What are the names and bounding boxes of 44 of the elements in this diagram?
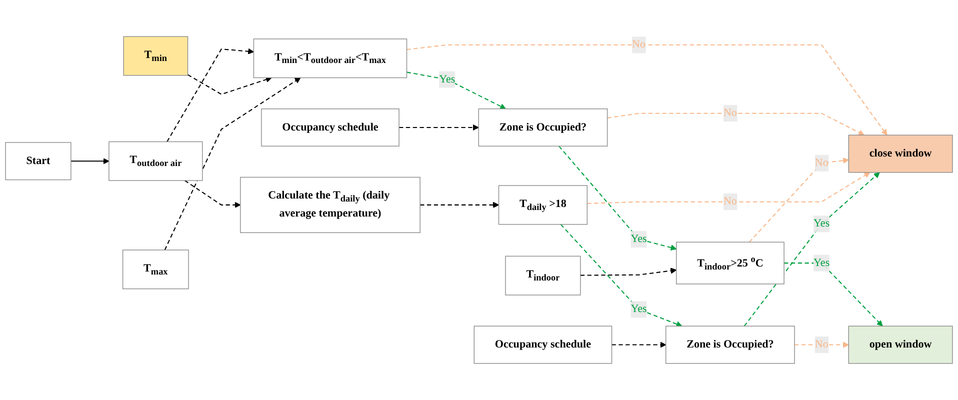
edge-label: No: [632, 38, 646, 50]
node-box: open window: [848, 326, 953, 364]
edge-label: No: [814, 156, 828, 169]
node-box: close window: [848, 134, 953, 173]
node-box: T$_{max}$: [122, 250, 189, 290]
node-box: Zone is Occupied?: [666, 326, 795, 364]
node-box: T$_{min}$<T$_{outdoor air}$<T$_{max}$: [253, 38, 408, 78]
arrow: [560, 224, 682, 327]
node-box: Occupancy schedule: [261, 108, 400, 146]
edge-label: No: [723, 107, 737, 119]
arrow: [399, 124, 479, 131]
arrow: [184, 180, 241, 208]
node-box: T$_{daily}$ >18: [498, 185, 588, 225]
arrow: [420, 202, 500, 208]
arrow: [188, 74, 272, 95]
arrow: [748, 158, 849, 242]
arrow: [70, 158, 110, 164]
edge-label: Yes: [814, 256, 830, 269]
node-box: T$_{outdoor air}$: [108, 141, 203, 181]
node-box: Occupancy schedule: [474, 326, 612, 364]
arrow: [794, 342, 849, 348]
arrow: [166, 48, 254, 142]
edge-label: No: [723, 196, 737, 208]
node-box: T$_{indoor}$>25 $^{o}$C: [676, 242, 784, 284]
arrow: [406, 44, 888, 136]
edge-label: Yes: [630, 232, 647, 245]
edge-label: No: [814, 338, 828, 350]
arrow: [164, 77, 301, 250]
edge-label: Yes: [814, 218, 830, 230]
node-box: Start: [5, 142, 72, 180]
edge-label: Yes: [439, 73, 456, 86]
arrow: [612, 342, 666, 348]
arrow: [587, 172, 870, 204]
arrow: [784, 262, 883, 326]
node-box: T$_{indoor}$: [505, 256, 581, 296]
arrow: [744, 172, 880, 326]
node-box: Zone is Occupied?: [478, 108, 608, 146]
node-box: T$_{min}$: [123, 36, 188, 76]
node-box: Calculate the T$_{daily}$ (daily average temperature): [240, 176, 420, 233]
edge-label: Yes: [630, 303, 647, 315]
arrow: [406, 72, 506, 110]
arrow: [558, 146, 677, 251]
arrow: [580, 268, 677, 276]
arrow: [607, 112, 864, 136]
